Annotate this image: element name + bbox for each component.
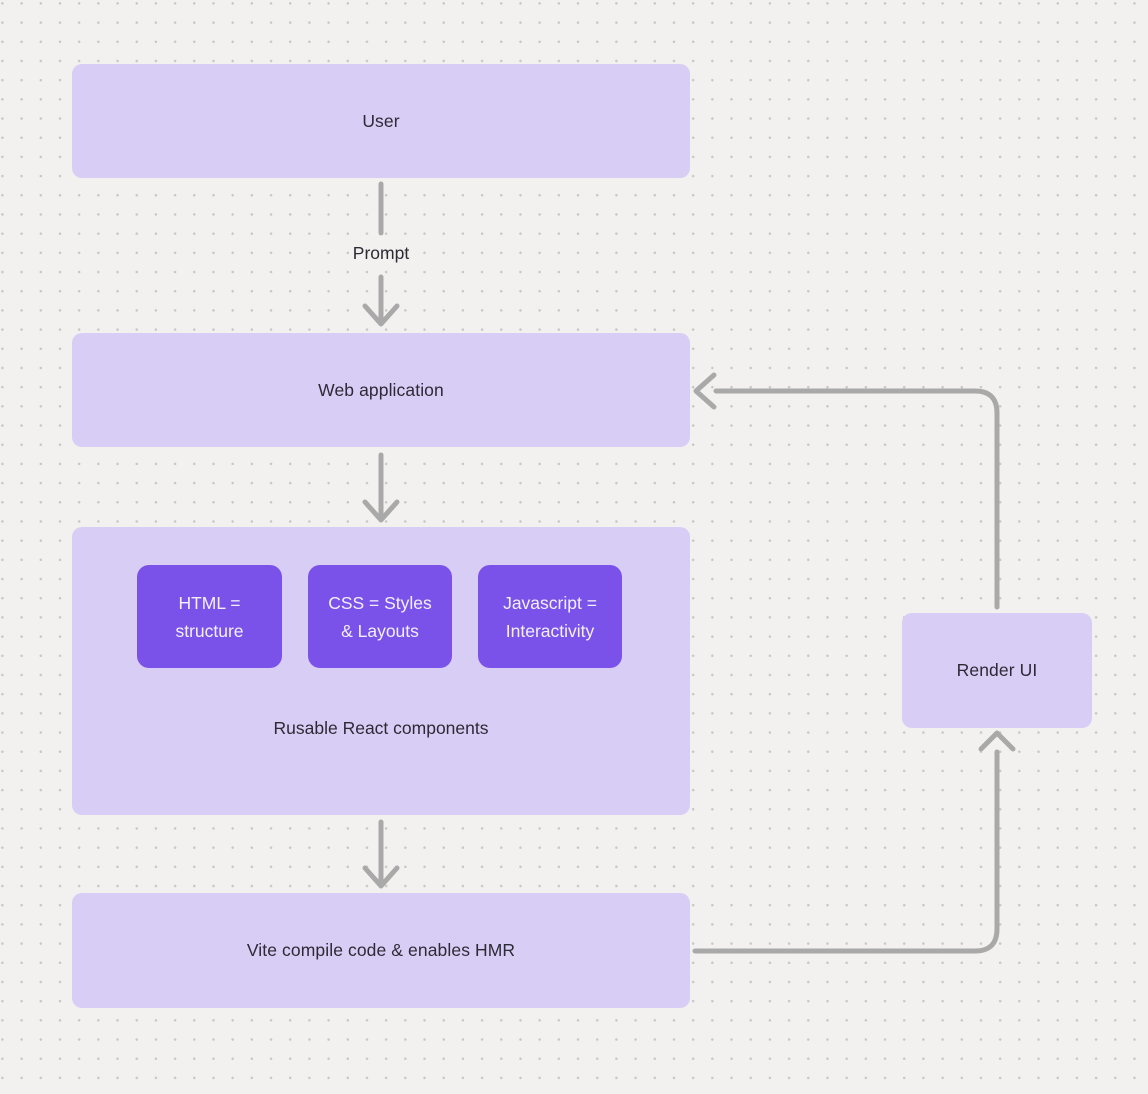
node-vite-label: Vite compile code & enables HMR: [246, 940, 516, 960]
group-react-components: HTML = structure CSS = Styles & Layouts …: [72, 527, 690, 815]
child-node-javascript: Javascript = Interactivity: [478, 565, 622, 668]
arrowhead-left-icon: [693, 372, 717, 410]
child-node-html: HTML = structure: [137, 565, 282, 668]
child-node-javascript-line2: Interactivity: [505, 620, 595, 641]
arrowhead-down-icon: [362, 303, 400, 327]
child-node-html-line2: structure: [175, 620, 244, 641]
child-node-css: CSS = Styles & Layouts: [308, 565, 452, 668]
node-render-ui-label: Render UI: [956, 660, 1038, 680]
group-react-components-caption: Rusable React components: [273, 718, 489, 738]
child-node-css-line2: & Layouts: [341, 620, 419, 641]
node-render-ui: Render UI: [902, 613, 1092, 728]
node-user: User: [72, 64, 690, 178]
arrowhead-down-icon: [362, 865, 400, 889]
connector-webapp-to-group: [362, 452, 400, 523]
node-vite: Vite compile code & enables HMR: [72, 893, 690, 1008]
child-node-html-line1: HTML =: [178, 592, 241, 613]
arrowhead-up-icon: [978, 730, 1016, 752]
connector-group-to-vite: [362, 819, 400, 889]
connector-renderui-to-webapp: [693, 372, 1000, 610]
child-node-css-line1: CSS = Styles: [328, 592, 432, 613]
connector-vite-to-renderui: [692, 730, 1016, 954]
child-node-javascript-line1: Javascript =: [503, 592, 597, 613]
node-user-label: User: [362, 110, 400, 131]
edge-label-prompt: Prompt: [352, 243, 410, 263]
node-web-application-label: Web application: [318, 379, 444, 400]
arrowhead-down-icon: [362, 499, 400, 523]
node-web-application: Web application: [72, 333, 690, 447]
